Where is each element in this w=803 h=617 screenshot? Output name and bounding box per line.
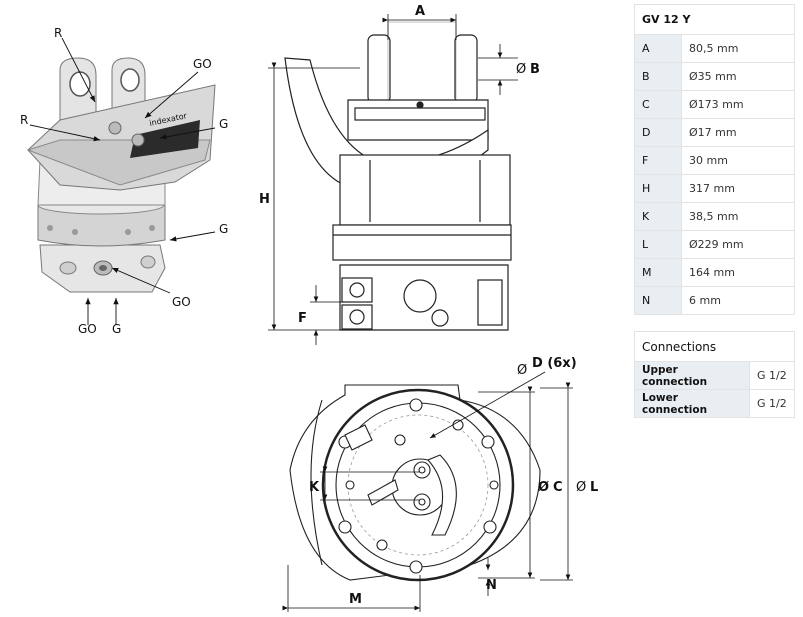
callout-r-left: R	[20, 113, 28, 127]
spec-key: A	[634, 34, 682, 63]
spec-value: 6 mm	[681, 286, 795, 315]
connections-title: Connections	[634, 331, 795, 362]
spec-key: N	[634, 286, 682, 315]
callout-go-bottom: GO	[78, 322, 97, 336]
spec-value: 38,5 mm	[681, 202, 795, 231]
spec-key: K	[634, 202, 682, 231]
callout-g-right2: G	[219, 222, 228, 236]
spec-value: 30 mm	[681, 146, 795, 175]
connection-label: Upper connection	[634, 361, 750, 390]
spec-value: 164 mm	[681, 258, 795, 287]
spec-value: Ø173 mm	[681, 90, 795, 119]
callout-g-right1: G	[219, 117, 228, 131]
port-callouts	[29, 37, 216, 325]
dim-a-label: A	[415, 4, 425, 19]
spec-key: C	[634, 90, 682, 119]
dim-c-label: C	[553, 480, 563, 495]
connection-value: G 1/2	[749, 389, 795, 418]
dim-n-label: N	[486, 578, 497, 593]
spec-value: 317 mm	[681, 174, 795, 203]
spec-value: Ø229 mm	[681, 230, 795, 259]
dim-c-symbol: Ø	[538, 480, 549, 495]
spec-key: M	[634, 258, 682, 287]
dim-f-label: F	[298, 311, 307, 326]
spec-value: Ø35 mm	[681, 62, 795, 91]
callout-r-top: R	[54, 26, 62, 40]
spec-key: D	[634, 118, 682, 147]
spec-key: F	[634, 146, 682, 175]
dim-d-label: D (6x)	[532, 356, 577, 371]
rotator-3d-view: indexator	[26, 57, 216, 293]
callout-go-top: GO	[193, 57, 212, 71]
spec-value: 80,5 mm	[681, 34, 795, 63]
dim-b-label: B	[530, 62, 540, 77]
spec-model-title: GV 12 Y	[634, 4, 795, 35]
top-view	[289, 384, 541, 582]
dim-l-symbol: Ø	[576, 480, 586, 495]
dim-b-symbol: Ø	[516, 62, 526, 77]
callout-go-mid: GO	[172, 295, 191, 309]
spec-key: L	[634, 230, 682, 259]
dim-m-label: M	[349, 592, 362, 607]
connection-value: G 1/2	[749, 361, 795, 390]
dim-l-label: L	[590, 480, 598, 495]
spec-value: Ø17 mm	[681, 118, 795, 147]
dim-d-symbol: Ø	[517, 363, 527, 378]
callout-g-bottom: G	[112, 322, 121, 336]
dim-k-label: K	[309, 480, 320, 495]
connection-label: Lower connection	[634, 389, 750, 418]
spec-key: B	[634, 62, 682, 91]
side-view	[284, 21, 512, 331]
dim-h-label: H	[259, 192, 270, 207]
technical-drawing: indexator R R GO G G GO GO G	[20, 4, 598, 612]
spec-key: H	[634, 174, 682, 203]
